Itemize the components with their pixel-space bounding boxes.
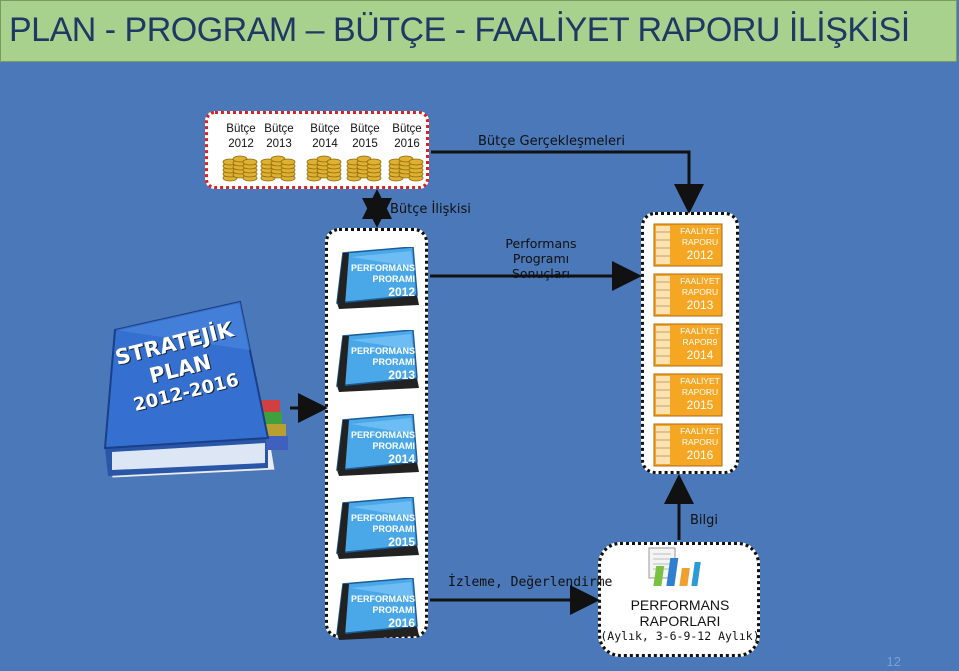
budget-label: Bütçe 2015 bbox=[348, 122, 382, 152]
performance-program-line1: PERFORMANS bbox=[351, 513, 416, 523]
activity-report-year: 2016 bbox=[686, 448, 714, 462]
performance-results-line2: Programı bbox=[512, 251, 570, 266]
title-bar: PLAN - PROGRAM – BÜTÇE - FAALİYET RAPORU… bbox=[0, 0, 957, 62]
activity-report-year: 2014 bbox=[686, 348, 714, 362]
budget-label: Bütçe 2013 bbox=[262, 122, 296, 152]
arrow-budget-realizations bbox=[431, 150, 704, 214]
budget-label-word: Bütçe bbox=[226, 123, 256, 135]
budget-label-year: 2014 bbox=[312, 138, 338, 150]
page-number: 12 bbox=[886, 654, 901, 669]
performance-results-line3: Sonuçları bbox=[511, 266, 571, 281]
activity-report-year: 2013 bbox=[686, 298, 714, 312]
budget-label: Bütçe 2016 bbox=[390, 122, 424, 152]
coin-stack-icon bbox=[346, 155, 382, 182]
activity-report-line1: FAALİYET bbox=[680, 276, 720, 286]
activity-report-line2: RAPORU bbox=[681, 387, 719, 397]
performance-reports-box bbox=[598, 542, 760, 657]
budget-realizations-label: Bütçe Gerçekleşmeleri bbox=[478, 134, 625, 149]
coin-stack-icon bbox=[222, 155, 258, 182]
performance-program-year: 2016 bbox=[388, 616, 415, 630]
budget-relation-label: Bütçe İlişkisi bbox=[390, 202, 471, 217]
budget-label-year: 2015 bbox=[352, 138, 378, 150]
activity-report-line2: RAPOR9 bbox=[682, 337, 718, 347]
performance-program-line1: PERFORMANS bbox=[351, 263, 416, 273]
monitoring-label: İzleme, Değerlendirme bbox=[448, 575, 613, 590]
performance-program-line2: PRORAMI bbox=[372, 605, 416, 615]
budget-label-year: 2012 bbox=[228, 138, 254, 150]
info-label: Bilgi bbox=[690, 513, 719, 528]
budget-label: Bütçe 2012 bbox=[224, 122, 258, 152]
performance-reports-line3: (Aylık, 3-6-9-12 Aylık) bbox=[600, 629, 760, 643]
activity-report-line2: RAPORU bbox=[681, 287, 719, 297]
activity-report-line1: FAALİYET bbox=[680, 226, 720, 236]
performance-program-line2: PRORAMI bbox=[372, 524, 416, 534]
coin-stack-icon bbox=[260, 155, 296, 182]
performance-program-year: 2012 bbox=[388, 285, 415, 299]
activity-report-line1: FAALİYET bbox=[680, 326, 720, 336]
performance-program-line1: PERFORMANS bbox=[351, 430, 416, 440]
budget-label-year: 2013 bbox=[266, 138, 292, 150]
activity-report-line1: FAALİYET bbox=[680, 376, 720, 386]
performance-program-year: 2014 bbox=[388, 452, 415, 466]
coin-stack-icon bbox=[388, 155, 424, 182]
page-title: PLAN - PROGRAM – BÜTÇE - FAALİYET RAPORU… bbox=[9, 11, 910, 49]
performance-reports-text: PERFORMANS RAPORLARI (Aylık, 3-6-9-12 Ay… bbox=[600, 597, 760, 643]
budget-label-year: 2016 bbox=[394, 138, 420, 150]
chart-icon bbox=[645, 546, 705, 588]
activity-report-line1: FAALİYET bbox=[680, 426, 720, 436]
budget-label-word: Bütçe bbox=[264, 123, 294, 135]
budget-label-word: Bütçe bbox=[310, 123, 340, 135]
performance-results-label: Performans Programı Sonuçları bbox=[496, 236, 586, 281]
performance-reports-line2: RAPORLARI bbox=[639, 613, 721, 629]
performance-program-line2: PRORAMI bbox=[372, 274, 416, 284]
performance-program-year: 2015 bbox=[388, 535, 415, 549]
coin-stack-icon bbox=[306, 155, 342, 182]
performance-program-year: 2013 bbox=[388, 368, 415, 382]
activity-report-line2: RAPORU bbox=[681, 437, 719, 447]
budget-label: Bütçe 2014 bbox=[308, 122, 342, 152]
performance-results-line1: Performans bbox=[505, 236, 577, 251]
activity-report-line2: RAPORU bbox=[681, 237, 719, 247]
performance-program-line2: PRORAMI bbox=[372, 441, 416, 451]
activity-report-year: 2015 bbox=[686, 398, 714, 412]
performance-reports-line1: PERFORMANS bbox=[630, 597, 730, 613]
performance-program-line2: PRORAMI bbox=[372, 357, 416, 367]
budget-label-word: Bütçe bbox=[350, 123, 380, 135]
strategic-plan-book: STRATEJİK PLAN 2012-2016 bbox=[100, 300, 295, 480]
activity-report-year: 2012 bbox=[686, 248, 714, 262]
performance-program-line1: PERFORMANS bbox=[351, 346, 416, 356]
budget-label-word: Bütçe bbox=[392, 123, 422, 135]
performance-program-line1: PERFORMANS bbox=[351, 594, 416, 604]
